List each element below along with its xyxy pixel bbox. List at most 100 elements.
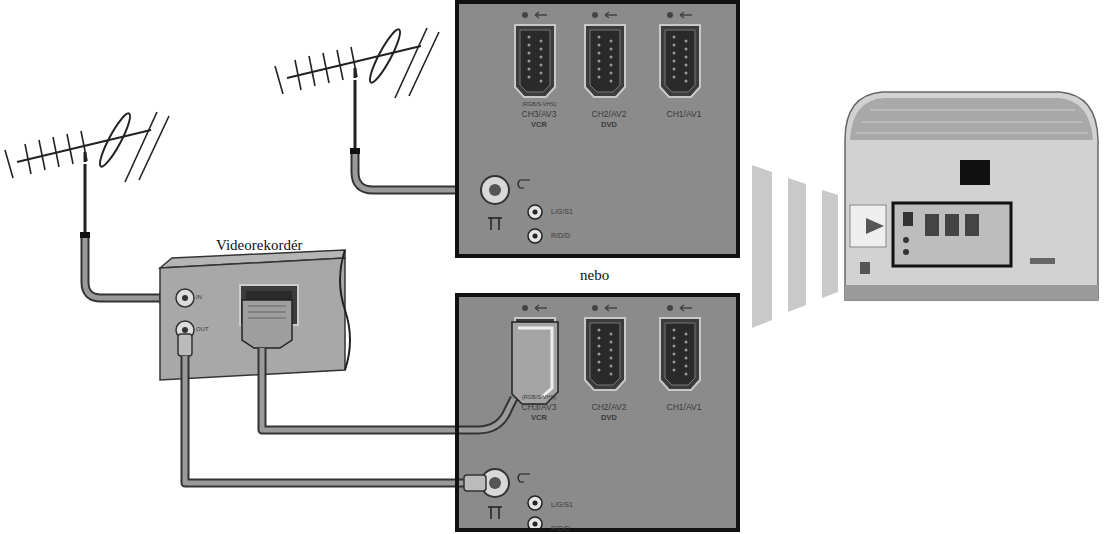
- tv-rear-part: [866, 218, 884, 234]
- cable-connector: [185, 388, 455, 483]
- rf-plug-part: [183, 356, 188, 388]
- tv-rear-part: [903, 249, 909, 255]
- rf-plug-part: [178, 334, 192, 356]
- connector-panel-part: [488, 218, 502, 230]
- antenna-cable-part: [84, 164, 87, 234]
- port-label: CH3/AV3: [522, 403, 557, 412]
- device-label: DVD: [601, 121, 617, 129]
- vcr-device-part: [340, 250, 350, 370]
- tv-rear-part: [903, 237, 909, 243]
- port-label: CH1/AV1: [667, 110, 702, 119]
- connector-panel-part: [489, 184, 501, 196]
- zoom-indicator-part: [752, 165, 772, 328]
- scart-plug-part: [459, 398, 514, 430]
- connector-panel-part: [488, 507, 502, 519]
- connector-panel-part: [533, 501, 538, 506]
- scart-plug-part: [248, 306, 286, 318]
- connector-panel-part: [660, 305, 700, 390]
- tv-rear-part: [845, 92, 1098, 300]
- rf-plug: [459, 475, 486, 491]
- port-label: CH2/AV2: [592, 110, 627, 119]
- tv-rear-part: [1030, 258, 1055, 264]
- connector-panel-part: [489, 477, 501, 489]
- port-note: (RGB/S-VHS): [522, 102, 556, 108]
- connector-panel-part: [585, 305, 625, 390]
- cable-core: [262, 388, 455, 430]
- jack-label: R/D/D: [551, 525, 570, 532]
- tv-rear-part: [960, 160, 990, 185]
- connector-panel-part: [515, 12, 555, 97]
- scart-plug-part: [518, 328, 552, 396]
- rf-plug-part: [181, 356, 190, 388]
- antenna-cable-part: [80, 232, 90, 238]
- scart-plug-part: [260, 348, 265, 388]
- connector-panel-part: [585, 12, 625, 97]
- connector-panel-part: [528, 496, 542, 510]
- scart-plug-part: [459, 398, 514, 430]
- tv-rear-part: [860, 262, 870, 274]
- scart-plug-part: [512, 322, 558, 404]
- port-note: (RGB/S-VHS): [522, 395, 556, 401]
- tv-rear-part: [965, 214, 979, 236]
- connector-panel-part: [481, 176, 509, 204]
- antenna-cable-part: [350, 148, 360, 154]
- antenna-cable-part: [355, 154, 470, 190]
- zoom-indicator: [752, 165, 838, 328]
- illustration-part: [5, 111, 169, 182]
- jack-label: IN: [196, 294, 202, 300]
- vcr-device-part: [182, 327, 188, 333]
- tv-rear-part: [850, 98, 1093, 140]
- port-label: CH2/AV2: [592, 403, 627, 412]
- port-label: CH3/AV3: [522, 110, 557, 119]
- scart-plug: [459, 322, 558, 430]
- rf-plug-part: [464, 475, 486, 491]
- device-label: VCR: [531, 414, 547, 422]
- connector-panel-part: [533, 234, 538, 239]
- antenna-cable-part: [85, 238, 165, 298]
- alternative-label: nebo: [580, 268, 609, 283]
- device-label: DVD: [601, 414, 617, 422]
- port-label: CH1/AV1: [667, 403, 702, 412]
- connector-panel: (RGB/S-VHS) CH3/AV3VCR CH2/AV2DVD CH1/AV1L/…: [455, 0, 740, 258]
- connector-panel-part: [528, 205, 542, 219]
- tv-rear-part: [856, 110, 1088, 133]
- illustration-part: [275, 27, 439, 98]
- connector-panel: (RGB/S-VHS) CH3/AV3VCR CH2/AV2DVD CH1/AV1L/…: [455, 293, 740, 532]
- connector-panel-part: [518, 474, 530, 482]
- connector-panel-part: [528, 229, 542, 243]
- connector-panel: [455, 293, 740, 532]
- tv-rear-part: [925, 214, 939, 236]
- device-label: VCR: [531, 121, 547, 129]
- vcr-device: VideorekordérIN OUT: [150, 236, 345, 388]
- vcr-device-part: [176, 289, 194, 307]
- jack-label: R/D/D: [551, 232, 570, 239]
- vcr-device-part: [182, 295, 188, 301]
- device-title: Videorekordér: [216, 238, 303, 253]
- connector-panel-part: [533, 210, 538, 215]
- antenna-cable-part: [355, 154, 470, 190]
- scart-plug-part: [242, 300, 292, 348]
- zoom-indicator-part: [822, 190, 838, 298]
- connector-panel-part: [518, 180, 530, 188]
- connector-panel-part: [455, 0, 740, 258]
- tv-rear-part: [903, 212, 913, 226]
- antenna-cable-part: [85, 238, 165, 298]
- jack-label: L/G/S1: [551, 501, 573, 508]
- tv-rear-part: [893, 203, 1011, 266]
- scart-plug: [242, 300, 292, 388]
- tv-rear-part: [945, 214, 959, 236]
- connector-panel-part: [455, 293, 740, 532]
- connector-panel-part: [660, 12, 700, 97]
- rf-plug: [178, 334, 192, 388]
- cable-core: [185, 388, 455, 483]
- cable-connector: [262, 388, 455, 430]
- scart-plug-part: [258, 348, 267, 388]
- jack-label: OUT: [196, 326, 209, 332]
- jack-label: L/G/S1: [551, 208, 573, 215]
- cable-outline: [262, 388, 455, 430]
- zoom-indicator-part: [788, 178, 806, 312]
- antenna-cable-part: [354, 80, 357, 150]
- tv-rear-part: [845, 285, 1098, 300]
